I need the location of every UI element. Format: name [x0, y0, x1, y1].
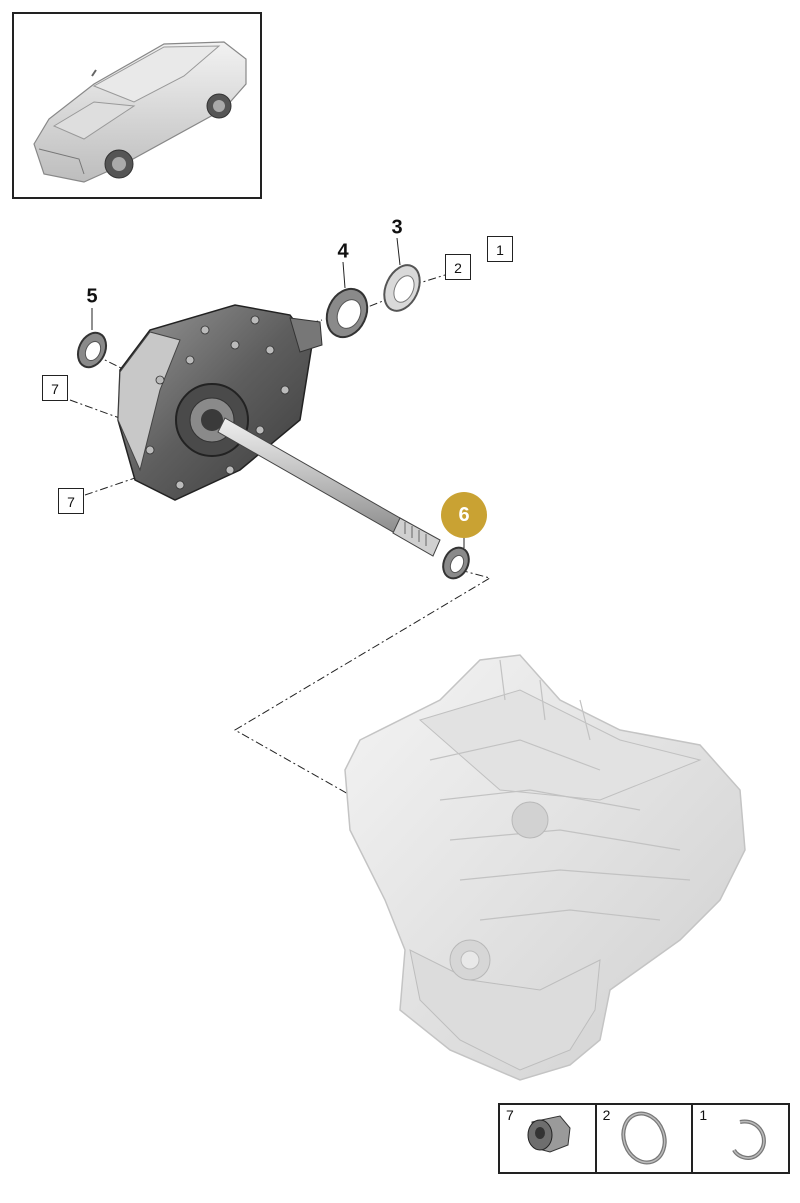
transfer-case [117, 304, 323, 501]
boxed-callout-7-top[interactable]: 7 [42, 375, 68, 401]
legend-number: 1 [699, 1107, 708, 1123]
vehicle-thumbnail [12, 12, 262, 199]
seal-part-5 [76, 331, 108, 369]
legend-icons [527, 1111, 766, 1165]
plug-screw-icon [527, 1115, 571, 1153]
legend-number: 2 [602, 1107, 611, 1123]
callout-4[interactable]: 4 [337, 240, 349, 263]
seal-part-6 [442, 546, 470, 580]
boxed-callout-7-bottom[interactable]: 7 [58, 488, 84, 514]
o-ring-icon [621, 1111, 667, 1165]
parts-legend: 7 2 1 [498, 1103, 790, 1174]
circlip-icon [732, 1119, 766, 1160]
legend-cell-plug[interactable]: 7 [500, 1105, 597, 1172]
callout-ticks [91, 237, 465, 548]
boxed-callout-2[interactable]: 2 [445, 254, 471, 280]
callout-6-highlighted[interactable]: 6 [441, 492, 487, 538]
callout-3[interactable]: 3 [391, 216, 403, 239]
drive-shaft [217, 417, 441, 557]
legend-cell-o-ring[interactable]: 2 [597, 1105, 694, 1172]
engine-block [344, 654, 746, 1081]
legend-cell-circlip[interactable]: 1 [693, 1105, 788, 1172]
seal-part-4 [325, 287, 369, 339]
callout-5[interactable]: 5 [86, 285, 98, 308]
boxed-callout-1[interactable]: 1 [487, 236, 513, 262]
washer-part-3 [383, 264, 421, 312]
legend-number: 7 [506, 1107, 514, 1123]
car-illustration [33, 41, 247, 183]
